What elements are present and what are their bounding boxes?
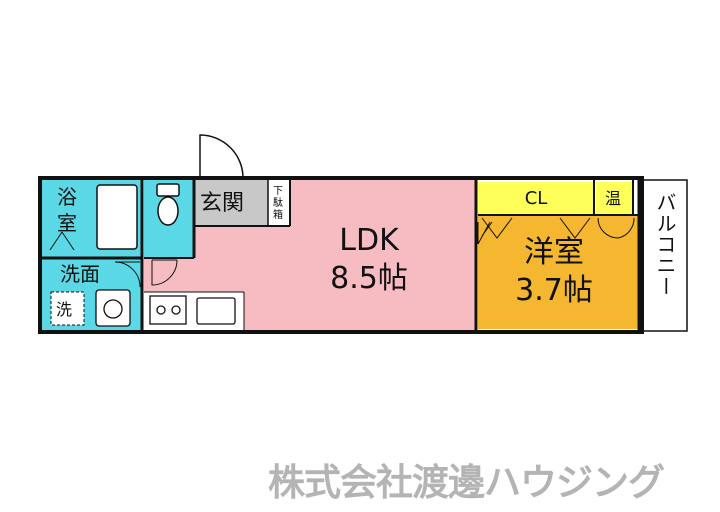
toilet-fixture	[156, 183, 180, 226]
company-watermark: 株式会社渡邊ハウジング	[268, 461, 665, 504]
entrance-door	[199, 134, 244, 179]
entrance-label: 玄関	[200, 191, 244, 216]
washer-pan	[50, 291, 85, 326]
bathtub	[96, 184, 138, 250]
ldk-size-label: 8.5帖	[330, 261, 408, 296]
ldk-room	[144, 180, 476, 331]
shoe-cabinet-label-3: 箱	[273, 208, 283, 221]
shoe-cabinet	[268, 180, 290, 226]
closet-doors	[481, 217, 591, 239]
balcony	[642, 179, 688, 332]
wash-basin	[95, 289, 131, 327]
kitchen-counter	[149, 295, 236, 325]
western-name-label: 洋室	[524, 235, 584, 270]
ldk-name-label: LDK	[339, 223, 400, 258]
toilet-door	[151, 259, 178, 286]
western-room	[478, 216, 638, 329]
bath-label-1: 浴	[57, 185, 77, 209]
washroom-door	[114, 261, 141, 288]
walls	[38, 176, 644, 334]
water-heater-label: 温	[605, 189, 621, 208]
balcony-label: バルコニー	[653, 192, 677, 297]
closet-label: CL	[525, 188, 548, 209]
entrance-area	[194, 180, 268, 226]
shoe-cabinet-label-2: 駄	[273, 196, 283, 209]
western-size-label: 3.7帖	[515, 273, 593, 308]
washer-label: 洗	[56, 300, 72, 319]
water-heater	[596, 182, 632, 214]
water-heater-door	[597, 217, 635, 239]
bath-label-2: 室	[57, 211, 77, 235]
closet	[478, 182, 594, 214]
washroom-label: 洗面	[60, 262, 100, 286]
shoe-cabinet-label-1: 下	[273, 186, 283, 197]
bath-door	[49, 231, 75, 251]
